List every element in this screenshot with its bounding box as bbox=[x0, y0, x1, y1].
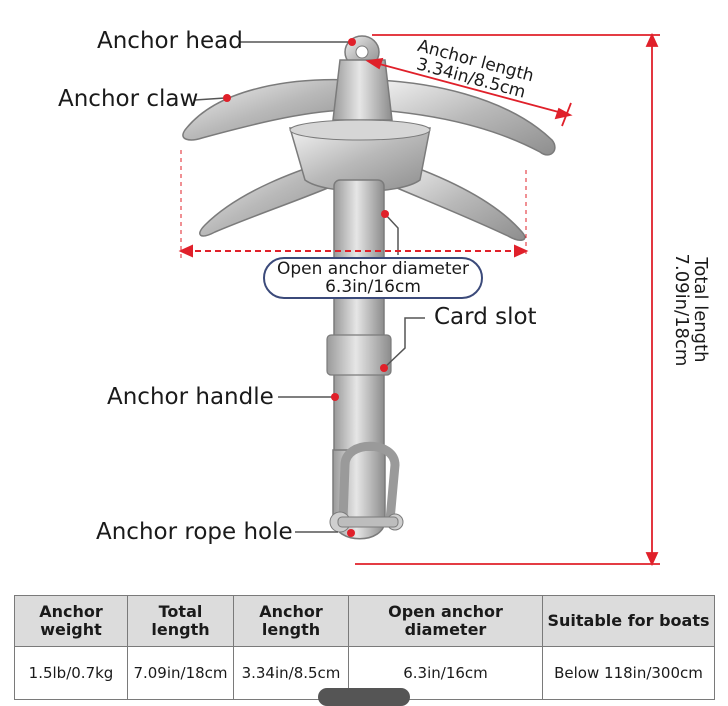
open-diameter-box: Open anchor diameter 6.3in/16cm bbox=[263, 257, 483, 299]
label-anchor-handle: Anchor handle bbox=[107, 384, 274, 410]
anchor-claw-lower-right bbox=[389, 159, 526, 241]
header-suitable-boats: Suitable for boats bbox=[542, 595, 715, 647]
total-length-title: Total length bbox=[689, 257, 711, 363]
total-length-dimension: Total length 7.09in/18cm bbox=[671, 253, 711, 367]
total-length-value: 7.09in/18cm bbox=[671, 253, 692, 367]
spec-table-row: 1.5lb/0.7kg 7.09in/18cm 3.34in/8.5cm 6.3… bbox=[14, 646, 715, 700]
spec-table: Anchor weight Total length Anchor length… bbox=[14, 595, 715, 700]
anchor-claw-upper-right bbox=[374, 79, 556, 156]
label-anchor-claw: Anchor claw bbox=[58, 86, 199, 112]
open-diameter-title: Open anchor diameter bbox=[277, 259, 469, 279]
spec-table-header-row: Anchor weight Total length Anchor length… bbox=[14, 595, 715, 647]
label-card-slot: Card slot bbox=[434, 304, 537, 330]
anchor-shackle bbox=[338, 441, 400, 525]
cell-anchor-weight: 1.5lb/0.7kg bbox=[14, 646, 128, 700]
scroll-indicator bbox=[318, 688, 410, 706]
cell-open-diameter: 6.3in/16cm bbox=[348, 646, 543, 700]
label-anchor-rope-hole: Anchor rope hole bbox=[96, 519, 293, 545]
header-anchor-length: Anchor length bbox=[233, 595, 349, 647]
cell-total-length: 7.09in/18cm bbox=[127, 646, 234, 700]
cell-suitable-boats: Below 118in/300cm bbox=[542, 646, 715, 700]
header-open-diameter: Open anchor diameter bbox=[348, 595, 543, 647]
label-anchor-head: Anchor head bbox=[97, 28, 243, 54]
header-anchor-weight: Anchor weight bbox=[14, 595, 128, 647]
anchor-claw-lower-left bbox=[199, 159, 336, 237]
header-total-length: Total length bbox=[127, 595, 234, 647]
anchor-handle-shank bbox=[333, 179, 385, 461]
anchor-claw-upper-left bbox=[182, 78, 351, 141]
open-diameter-value: 6.3in/16cm bbox=[325, 276, 421, 297]
